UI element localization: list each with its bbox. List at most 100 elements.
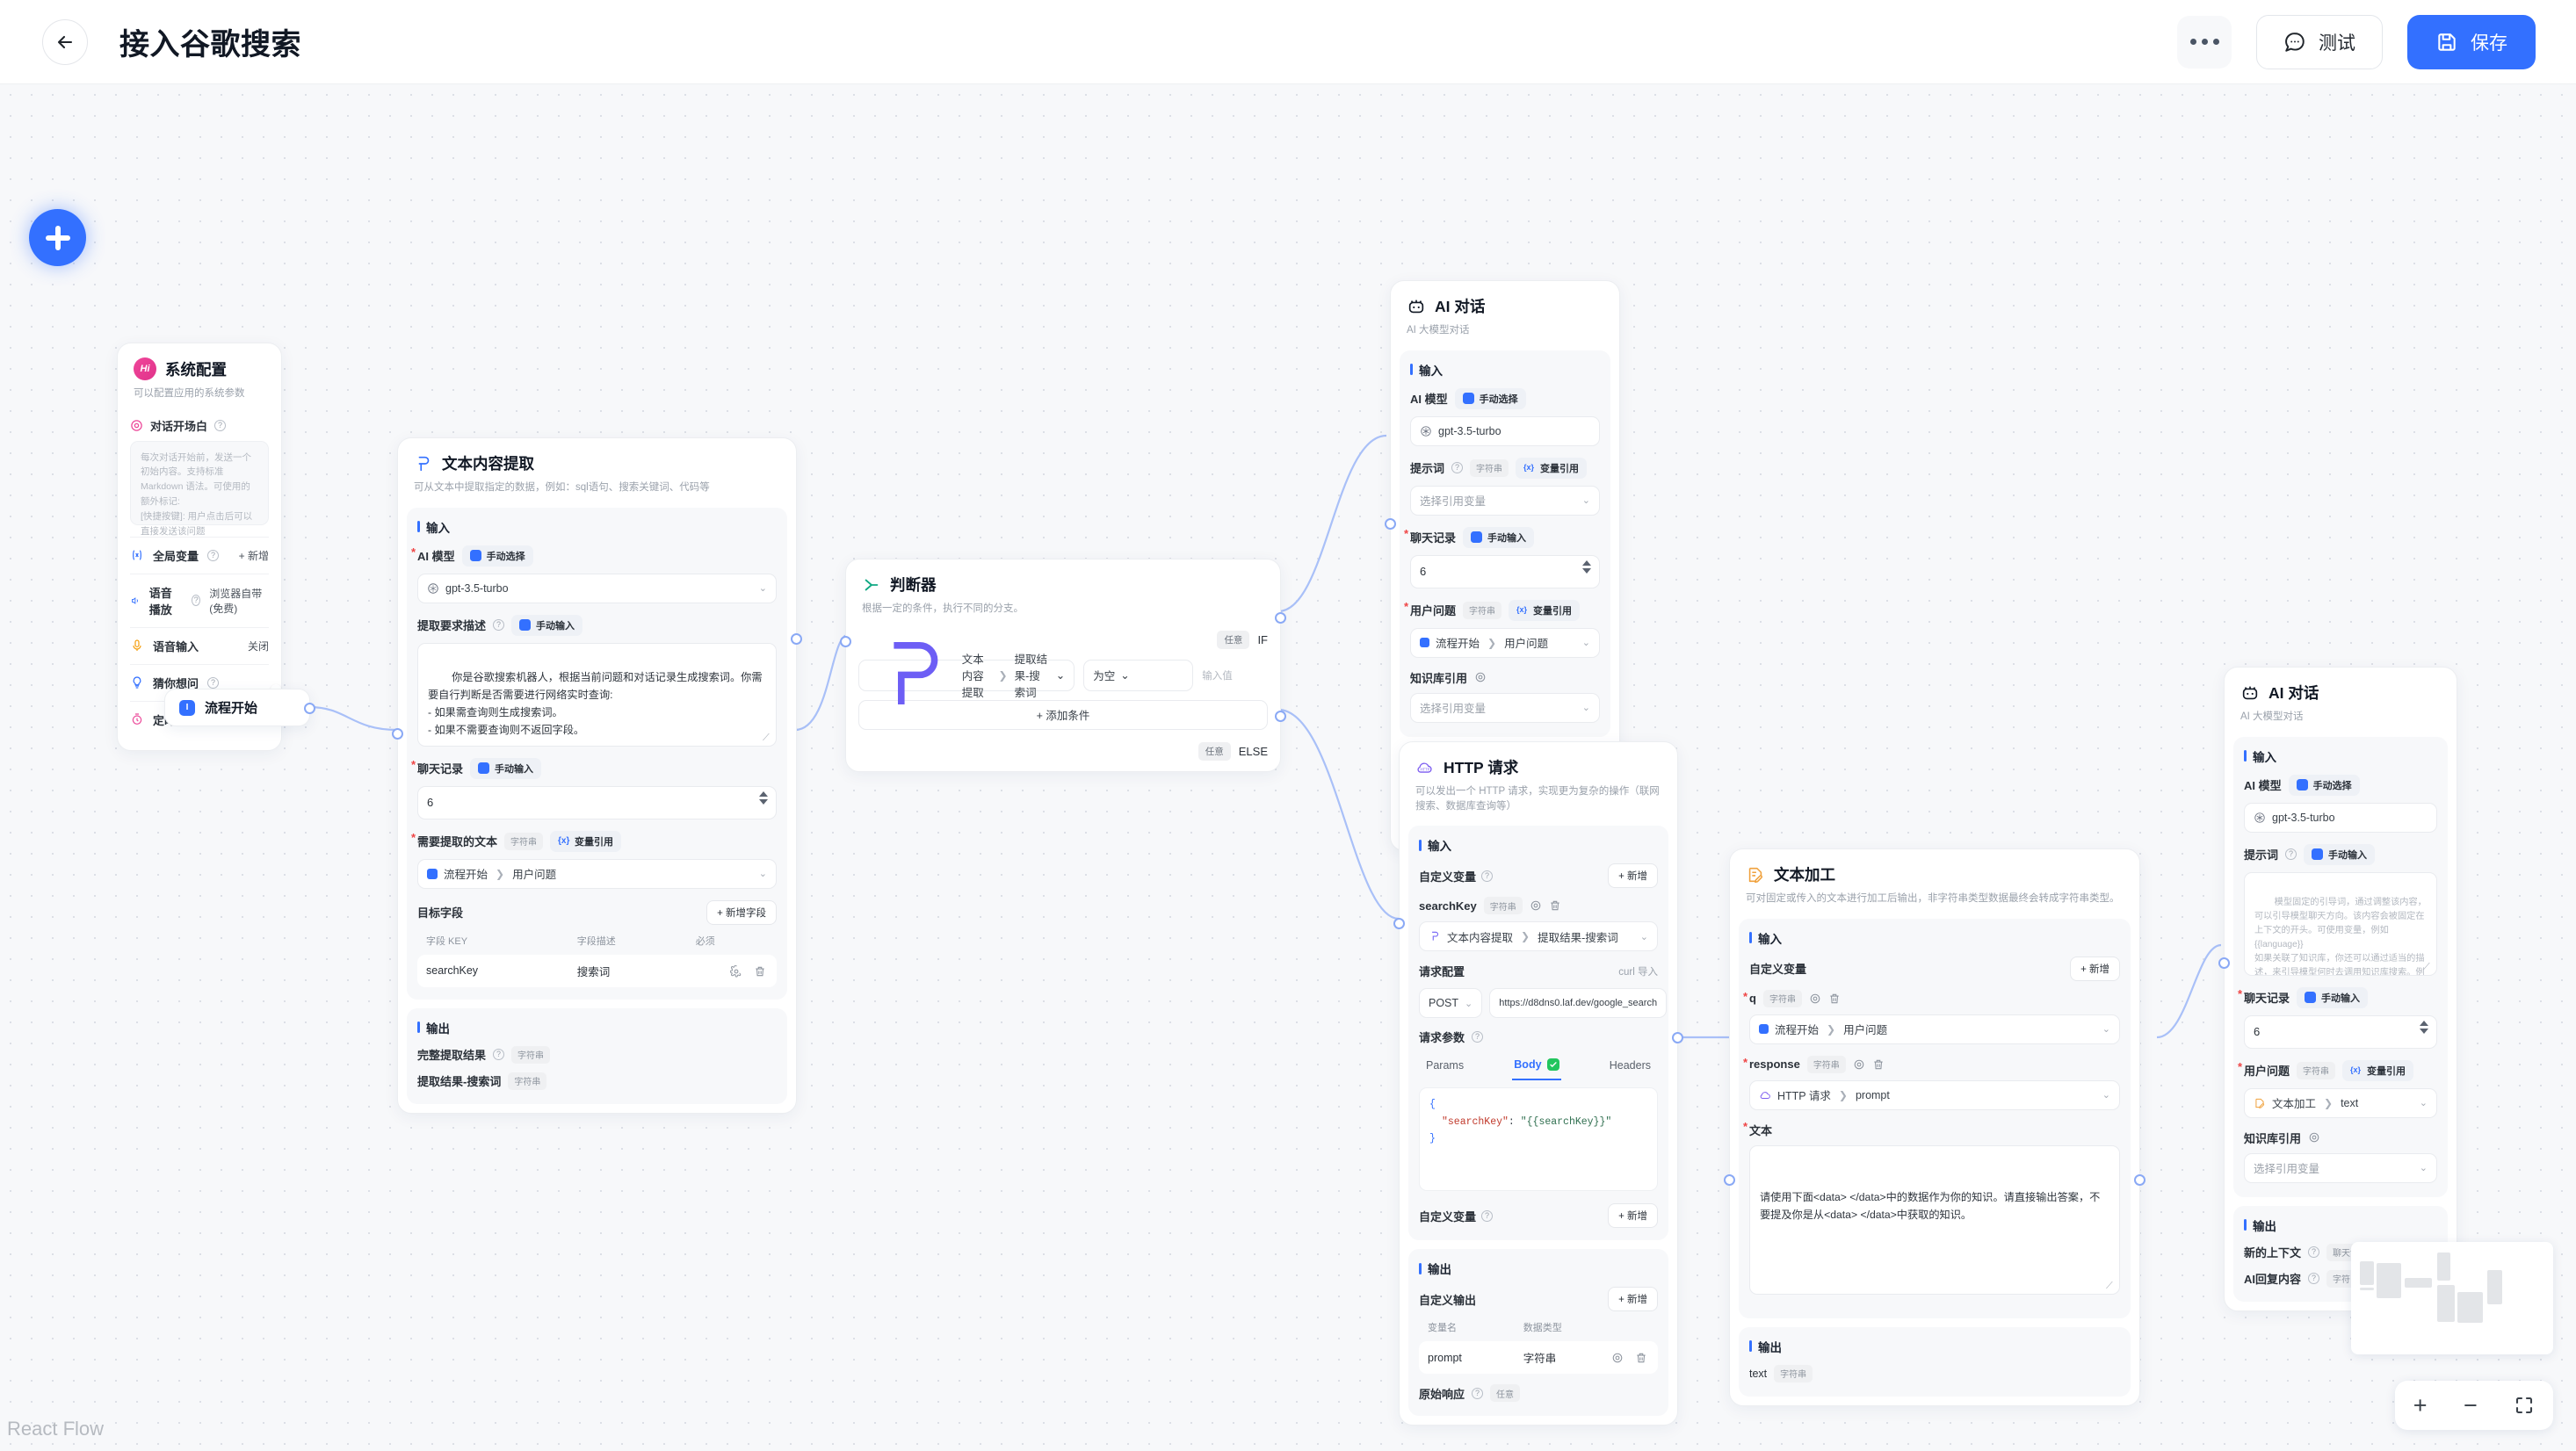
input-port[interactable] <box>1385 518 1396 530</box>
back-button[interactable] <box>42 18 88 65</box>
help-icon[interactable]: ? <box>1472 1031 1484 1043</box>
fit-view-icon[interactable] <box>2514 1395 2535 1416</box>
extract-text-variable-select[interactable]: 流程开始 ❯ 用户问题 ⌄ <box>417 858 777 889</box>
node-condition[interactable]: 判断器 根据一定的条件，执行不同的分支。 任意 IF 文本内容提取 ❯ 提取结果… <box>840 559 1286 772</box>
trash-icon[interactable] <box>1635 1352 1647 1364</box>
trash-icon[interactable] <box>1549 899 1561 912</box>
manual-input-chip[interactable]: 手动输入 <box>2304 843 2376 865</box>
stepper-arrows[interactable] <box>1582 559 1591 574</box>
zoom-controls[interactable]: + − <box>2395 1381 2553 1430</box>
condition-value-input[interactable]: 输入值 <box>1202 670 1233 682</box>
caret-down-icon[interactable] <box>759 798 768 805</box>
curl-import-button[interactable]: curl 导入 <box>1618 966 1658 978</box>
add-condition-button[interactable]: + 添加条件 <box>858 699 1268 730</box>
sidebar-row-global-var[interactable]: 全局变量 ? + 新增 <box>130 536 269 574</box>
help-icon[interactable]: ? <box>207 549 220 561</box>
resize-grip-icon[interactable]: ⟋ <box>2106 1280 2113 1291</box>
caret-down-icon[interactable] <box>2420 1028 2428 1034</box>
minimap[interactable] <box>2351 1242 2553 1354</box>
prompt-textarea[interactable]: 模型固定的引导词，通过调整该内容，可以引导模型聊天方向。该内容会被固定在上下文的… <box>2244 871 2437 976</box>
output-port-else[interactable] <box>1275 711 1286 722</box>
test-button[interactable]: 测试 <box>2256 14 2383 69</box>
condition-variable-select[interactable]: 文本内容提取 ❯ 提取结果-搜索词 ⌄ <box>858 642 1075 705</box>
row-value[interactable]: 浏览器自带(免费) <box>209 587 263 615</box>
user-question-variable-select[interactable]: 文本加工 ❯ text ⌄ <box>2244 1087 2437 1118</box>
add-node-button[interactable] <box>29 209 86 266</box>
help-icon[interactable]: ? <box>1481 1209 1494 1222</box>
manual-input-chip[interactable]: 手动输入 <box>470 757 542 779</box>
row-value[interactable]: 关闭 <box>247 639 269 653</box>
chat-history-number-input[interactable]: 6 <box>417 785 777 819</box>
sidebar-row-voice-play[interactable]: 语音播放 ? 浏览器自带(免费) <box>130 573 269 627</box>
manual-select-chip[interactable]: 手动选择 <box>1454 387 1526 409</box>
caret-down-icon[interactable] <box>1582 567 1591 574</box>
resize-grip-icon[interactable]: ⟋ <box>2423 961 2430 972</box>
gear-icon[interactable] <box>729 964 742 978</box>
output-port[interactable] <box>2134 1174 2145 1186</box>
add-variable-button[interactable]: + 新增 <box>1608 863 1658 889</box>
manual-select-chip[interactable]: 手动选择 <box>2288 774 2360 796</box>
node-http-request[interactable]: HTTP HTTP 请求 可以发出一个 HTTP 请求，实现更为复杂的操作（联网… <box>1393 741 1683 1426</box>
ai-model-select[interactable]: gpt-3.5-turbo <box>1410 415 1600 446</box>
caret-up-icon[interactable] <box>2420 1020 2428 1026</box>
help-icon[interactable]: ? <box>2308 1246 2320 1259</box>
node-text-process[interactable]: 文本加工 可对固定或传入的文本进行加工后输出，非字符串类型数据最终会转成字符串类… <box>1724 848 2145 1406</box>
trash-icon[interactable] <box>1828 993 1841 1005</box>
caret-up-icon[interactable] <box>1582 559 1591 566</box>
table-row[interactable]: searchKey 搜索词 <box>417 954 777 987</box>
body-json-editor[interactable]: { "searchKey": "{{searchKey}}" } <box>1419 1087 1658 1192</box>
searchkey-variable-select[interactable]: 文本内容提取 ❯ 提取结果-搜索词 ⌄ <box>1419 921 1658 952</box>
variable-reference-chip[interactable]: {x}变量引用 <box>1516 457 1588 479</box>
if-match-badge[interactable]: 任意 <box>1217 630 1250 649</box>
variable-reference-chip[interactable]: {x} 变量引用 <box>550 830 622 852</box>
help-icon[interactable]: ? <box>2285 848 2297 861</box>
condition-operator-select[interactable]: 为空 ⌄ <box>1083 659 1194 691</box>
help-icon[interactable]: ? <box>2308 1273 2320 1285</box>
save-button[interactable]: 保存 <box>2407 14 2536 69</box>
manual-input-chip[interactable]: 手动输入 <box>2297 986 2369 1008</box>
input-port[interactable] <box>392 728 403 740</box>
row-value[interactable]: + 新增 <box>238 549 269 562</box>
sidebar-row-guess-question[interactable]: 猜你想问 ? <box>130 663 269 701</box>
input-port[interactable] <box>1724 1174 1735 1186</box>
help-icon[interactable]: ? <box>493 1049 505 1061</box>
gear-icon[interactable] <box>1474 671 1487 683</box>
output-port-if[interactable] <box>1275 612 1286 624</box>
zoom-out-button[interactable]: − <box>2463 1391 2478 1419</box>
gear-icon[interactable] <box>1853 1058 1865 1071</box>
help-icon[interactable]: ? <box>493 619 505 632</box>
extract-requirement-textarea[interactable]: 你是谷歌搜索机器人，根据当前问题和对话记录生成搜索词。你需要自行判断是否需要进行… <box>417 642 777 747</box>
kb-variable-select[interactable]: 选择引用变量 ⌄ <box>2244 1152 2437 1183</box>
node-text-extract[interactable]: 文本内容提取 可从文本中提取指定的数据，例如：sql语句、搜索关键词、代码等 输… <box>392 437 802 1114</box>
output-port[interactable] <box>791 633 802 645</box>
gear-icon[interactable] <box>1611 1352 1624 1364</box>
prompt-variable-select[interactable]: 选择引用变量 ⌄ <box>1410 485 1600 516</box>
help-icon[interactable]: ? <box>214 419 227 431</box>
var-response-select[interactable]: HTTP 请求 ❯ prompt ⌄ <box>1749 1079 2120 1110</box>
opening-statement-textarea[interactable]: 每次对话开始前，发送一个初始内容。支持标准 Markdown 语法。可使用的额外… <box>130 440 269 537</box>
gear-icon[interactable] <box>1809 993 1821 1005</box>
add-variable-button-2[interactable]: + 新增 <box>1608 1203 1658 1229</box>
var-q-select[interactable]: 流程开始 ❯ 用户问题 ⌄ <box>1749 1014 2120 1044</box>
user-question-variable-select[interactable]: 流程开始 ❯ 用户问题 ⌄ <box>1410 627 1600 658</box>
input-port[interactable] <box>1393 918 1405 929</box>
table-row[interactable]: prompt 字符串 <box>1419 1341 1658 1375</box>
http-method-select[interactable]: POST ⌄ <box>1419 988 1483 1019</box>
trash-icon[interactable] <box>1872 1058 1885 1071</box>
help-icon[interactable]: ? <box>1451 462 1464 474</box>
more-options-button[interactable] <box>2177 15 2232 69</box>
help-icon[interactable]: ? <box>192 595 201 607</box>
flow-canvas[interactable]: React Flow Hi 系统配置 可以配置应用的系统参数 对话开场白 ? 每… <box>0 84 2576 1451</box>
ai-model-select[interactable]: gpt-3.5-turbo <box>2244 802 2437 833</box>
manual-input-chip[interactable]: 手动输入 <box>511 614 583 636</box>
trash-icon[interactable] <box>754 965 766 978</box>
input-port[interactable] <box>840 636 851 647</box>
text-content-textarea[interactable]: 请使用下面<data> </data>中的数据作为你的知识。请直接输出答案，不要… <box>1749 1144 2120 1295</box>
help-icon[interactable]: ? <box>207 676 220 689</box>
output-port[interactable] <box>304 703 315 714</box>
ai-model-select[interactable]: gpt-3.5-turbo ⌄ <box>417 573 777 603</box>
add-variable-button[interactable]: + 新增 <box>2070 956 2120 981</box>
help-icon[interactable]: ? <box>1472 1387 1484 1399</box>
manual-select-chip[interactable]: 手动选择 <box>461 545 533 567</box>
tab-headers[interactable]: Headers <box>1609 1059 1651 1072</box>
